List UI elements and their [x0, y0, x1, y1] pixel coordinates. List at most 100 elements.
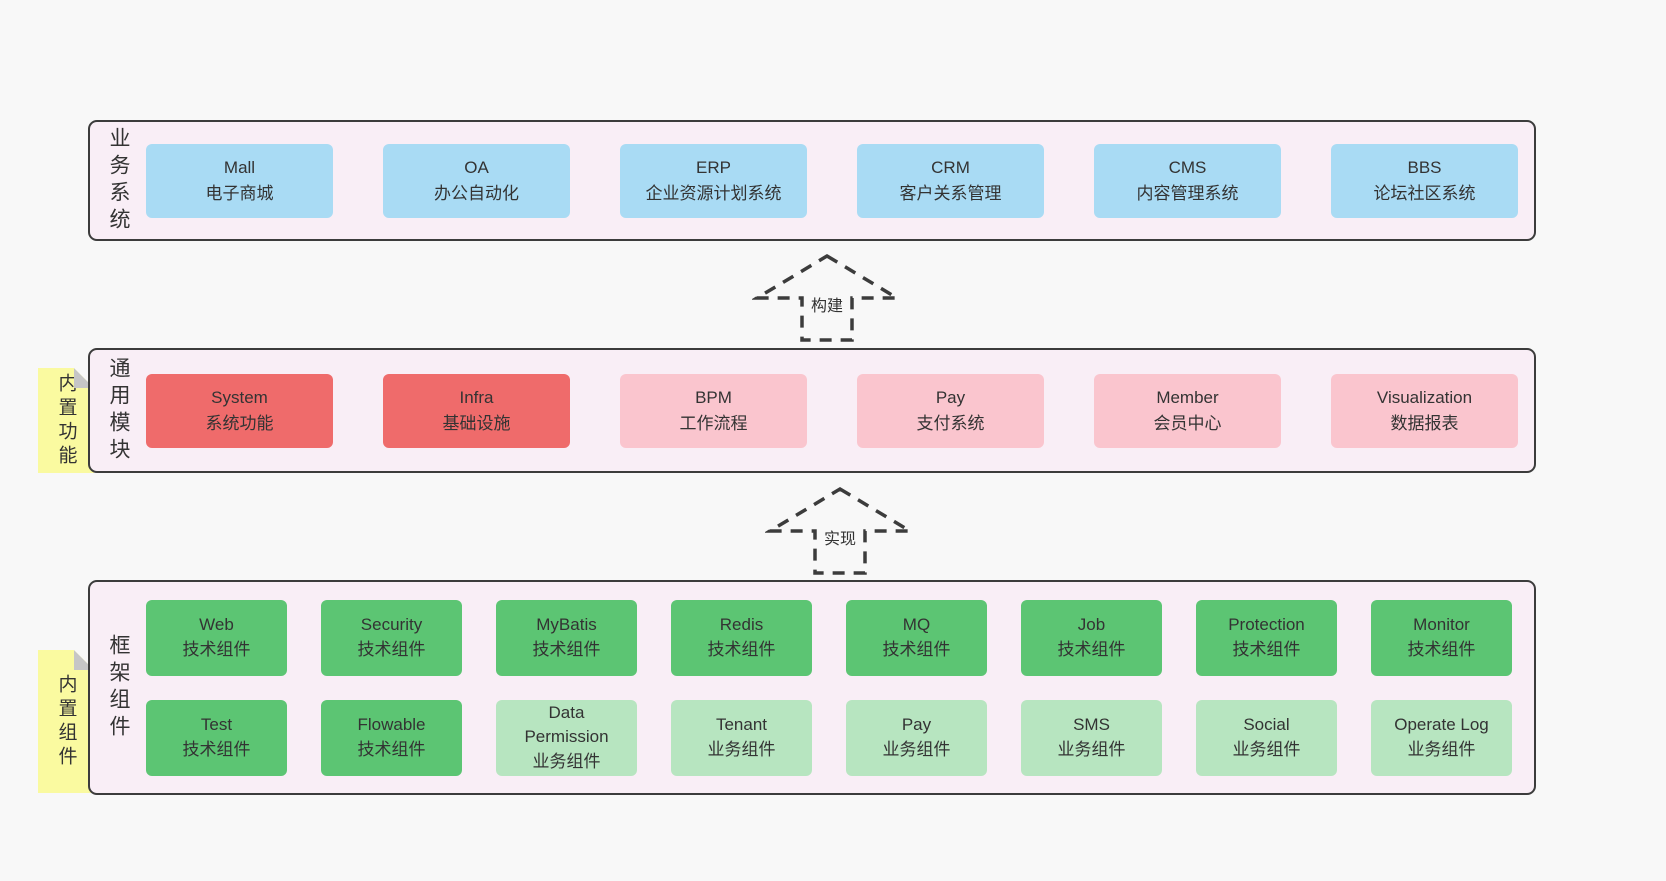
box-subtitle: 业务组件 — [707, 739, 776, 759]
box-infra: Infra 基础设施 — [383, 373, 570, 448]
box-subtitle: 技术组件 — [357, 639, 426, 659]
box-mybatis: MyBatis 技术组件 — [496, 599, 637, 676]
box-subtitle: 技术组件 — [532, 639, 601, 659]
arrow-implement-label: 实现 — [818, 524, 862, 550]
sticky-note-built-in-components: 内置组件 — [38, 650, 94, 793]
box-subtitle: 技术组件 — [182, 739, 251, 759]
box-system: System 系统功能 — [146, 373, 333, 448]
box-bpm: BPM 工作流程 — [620, 373, 807, 448]
box-subtitle: 技术组件 — [182, 639, 251, 659]
layer-label-framework-components: 框架组件 — [107, 633, 130, 742]
box-subtitle: 数据报表 — [1390, 413, 1459, 433]
box-title: Monitor — [1413, 615, 1470, 635]
box-subtitle: 客户关系管理 — [899, 183, 1002, 203]
box-title: OA — [464, 158, 489, 177]
box-subtitle: 企业资源计划系统 — [645, 183, 782, 203]
box-title: Mall — [223, 158, 256, 177]
layer-common-modules: 通用模块 System 系统功能 Infra 基础设施 BPM 工作流程 Pay… — [88, 348, 1536, 473]
box-subtitle: 技术组件 — [882, 639, 951, 659]
box-subtitle: 业务组件 — [1407, 739, 1476, 759]
up-arrow-icon — [752, 253, 902, 342]
box-oa: OA 办公自动化 — [383, 143, 570, 218]
module-boxes: System 系统功能 Infra 基础设施 BPM 工作流程 Pay 支付系统… — [146, 350, 1537, 471]
box-title: Job — [1077, 615, 1106, 635]
box-title: Flowable — [357, 715, 426, 735]
box-title: BPM — [695, 388, 732, 407]
box-title: SMS — [1073, 715, 1110, 735]
box-title: Pay — [935, 388, 966, 407]
box-subtitle: 会员中心 — [1153, 413, 1222, 433]
box-title: CMS — [1168, 158, 1207, 177]
framework-boxes: Web 技术组件 Security 技术组件 MyBatis 技术组件 Redi… — [146, 582, 1538, 793]
box-subtitle: 办公自动化 — [434, 183, 519, 203]
box-mall: Mall 电子商城 — [146, 143, 333, 218]
box-title: MQ — [902, 615, 931, 635]
box-title: Web — [199, 615, 234, 635]
box-social: Social 业务组件 — [1196, 699, 1337, 776]
box-web: Web 技术组件 — [146, 599, 287, 676]
business-boxes: Mall 电子商城 OA 办公自动化 ERP 企业资源计划系统 CRM 客户关系… — [146, 122, 1537, 239]
box-title: BBS — [1407, 158, 1442, 177]
box-title: Data Permission — [524, 703, 609, 747]
box-crm: CRM 客户关系管理 — [857, 143, 1044, 218]
box-title: Tenant — [715, 715, 768, 735]
framework-row-2: Test 技术组件 Flowable 技术组件 Data Permission … — [146, 699, 1512, 776]
layer-framework-components: 框架组件 Web 技术组件 Security 技术组件 MyBatis 技术组件 — [88, 580, 1536, 795]
box-redis: Redis 技术组件 — [671, 599, 812, 676]
box-test: Test 技术组件 — [146, 699, 287, 776]
note-label: 内置功能 — [55, 372, 77, 469]
note-label: 内置组件 — [55, 673, 77, 770]
box-subtitle: 业务组件 — [1232, 739, 1301, 759]
box-title: CRM — [931, 158, 970, 177]
box-flowable: Flowable 技术组件 — [321, 699, 462, 776]
box-cms: CMS 内容管理系统 — [1094, 143, 1281, 218]
box-title: Infra — [459, 388, 494, 407]
box-protection: Protection 技术组件 — [1196, 599, 1337, 676]
box-subtitle: 技术组件 — [1407, 639, 1476, 659]
box-subtitle: 内容管理系统 — [1136, 183, 1239, 203]
box-job: Job 技术组件 — [1021, 599, 1162, 676]
arrow-build: 构建 — [752, 253, 902, 343]
box-mq: MQ 技术组件 — [846, 599, 987, 676]
arrow-implement: 实现 — [765, 486, 915, 576]
box-title: Pay — [901, 715, 932, 735]
box-subtitle: 电子商城 — [205, 183, 274, 203]
box-bbs: BBS 论坛社区系统 — [1331, 143, 1518, 218]
box-tenant: Tenant 业务组件 — [671, 699, 812, 776]
layer-business-systems: 业务系统 Mall 电子商城 OA 办公自动化 ERP 企业资源计划系统 CRM… — [88, 120, 1536, 241]
box-subtitle: 基础设施 — [442, 413, 511, 433]
up-arrow-icon — [765, 486, 915, 575]
box-title: Redis — [719, 615, 764, 635]
arrow-build-label: 构建 — [805, 291, 849, 317]
box-title: ERP — [696, 158, 731, 177]
box-subtitle: 技术组件 — [1232, 639, 1301, 659]
box-subtitle: 业务组件 — [532, 751, 601, 771]
box-member: Member 会员中心 — [1094, 373, 1281, 448]
box-operate-log: Operate Log 业务组件 — [1371, 699, 1512, 776]
box-visualization: Visualization 数据报表 — [1331, 373, 1518, 448]
box-title: Visualization — [1376, 388, 1473, 407]
box-subtitle: 业务组件 — [1057, 739, 1126, 759]
box-title: Security — [360, 615, 423, 635]
box-subtitle: 技术组件 — [707, 639, 776, 659]
layer-label-business-systems: 业务系统 — [107, 126, 130, 235]
box-erp: ERP 企业资源计划系统 — [620, 143, 807, 218]
box-pay: Pay 支付系统 — [857, 373, 1044, 448]
box-title: System — [211, 388, 268, 407]
box-subtitle: 技术组件 — [357, 739, 426, 759]
box-subtitle: 工作流程 — [679, 413, 748, 433]
box-subtitle: 技术组件 — [1057, 639, 1126, 659]
box-data-permission: Data Permission 业务组件 — [496, 699, 637, 776]
framework-row-1: Web 技术组件 Security 技术组件 MyBatis 技术组件 Redi… — [146, 599, 1512, 676]
box-title: Test — [200, 715, 233, 735]
box-title: MyBatis — [536, 615, 597, 635]
box-security: Security 技术组件 — [321, 599, 462, 676]
box-title: Operate Log — [1394, 715, 1489, 735]
box-sms: SMS 业务组件 — [1021, 699, 1162, 776]
box-title: Member — [1156, 388, 1219, 407]
box-monitor: Monitor 技术组件 — [1371, 599, 1512, 676]
box-title: Social — [1243, 715, 1290, 735]
box-title: Protection — [1228, 615, 1305, 635]
box-subtitle: 业务组件 — [882, 739, 951, 759]
